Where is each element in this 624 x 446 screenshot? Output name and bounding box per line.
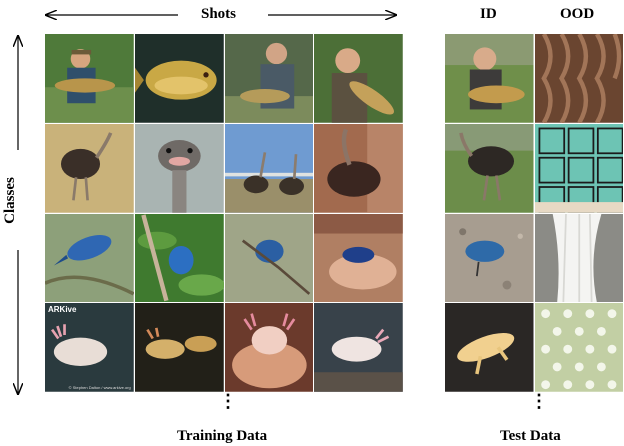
train-image-axolotl-1: ARKive © Stephen Dalton / www.arkive.org (45, 303, 134, 392)
train-image-axolotl-4 (314, 303, 403, 392)
test-ood-image-polkadots (534, 303, 623, 392)
train-image-axolotl-3 (224, 303, 314, 392)
train-image-bluebird-3 (224, 213, 314, 303)
test-id-image-bluebird (445, 213, 534, 303)
training-ellipsis: ⋮ (219, 391, 237, 411)
test-ellipsis: ⋮ (530, 391, 548, 411)
classes-label: Classes (1, 177, 18, 224)
test-data-label: Test Data (500, 428, 561, 444)
test-id-image-axolotl (445, 303, 534, 392)
train-image-ostrich-1 (45, 123, 134, 213)
test-id-image-fish (445, 34, 534, 123)
arkive-watermark: ARKive (48, 305, 77, 315)
photo-credit: © Stephen Dalton / www.arkive.org (68, 385, 131, 390)
train-image-axolotl-2 (134, 303, 224, 392)
train-image-bluebird-1 (45, 213, 134, 303)
shots-label: Shots (201, 6, 237, 22)
training-image-grid: ARKive © Stephen Dalton / www.arkive.org (45, 34, 403, 392)
train-image-fish-3 (224, 34, 314, 123)
train-image-bluebird-2 (134, 213, 224, 303)
test-ood-image-braids (534, 34, 623, 123)
test-id-image-ostrich (445, 123, 534, 213)
id-column-header: ID (480, 6, 497, 22)
training-data-label: Training Data (177, 428, 268, 444)
test-ood-image-curtain (534, 213, 623, 303)
train-image-ostrich-3 (224, 123, 314, 213)
train-image-bluebird-4 (314, 213, 403, 303)
train-image-fish-2 (134, 34, 224, 123)
test-image-grid (445, 34, 623, 392)
train-image-ostrich-4 (314, 123, 403, 213)
ood-column-header: OOD (560, 6, 595, 22)
train-image-fish-4 (314, 34, 403, 123)
train-image-ostrich-2 (134, 123, 224, 213)
train-image-fish-1 (45, 34, 134, 123)
test-ood-image-fabric (534, 123, 623, 213)
